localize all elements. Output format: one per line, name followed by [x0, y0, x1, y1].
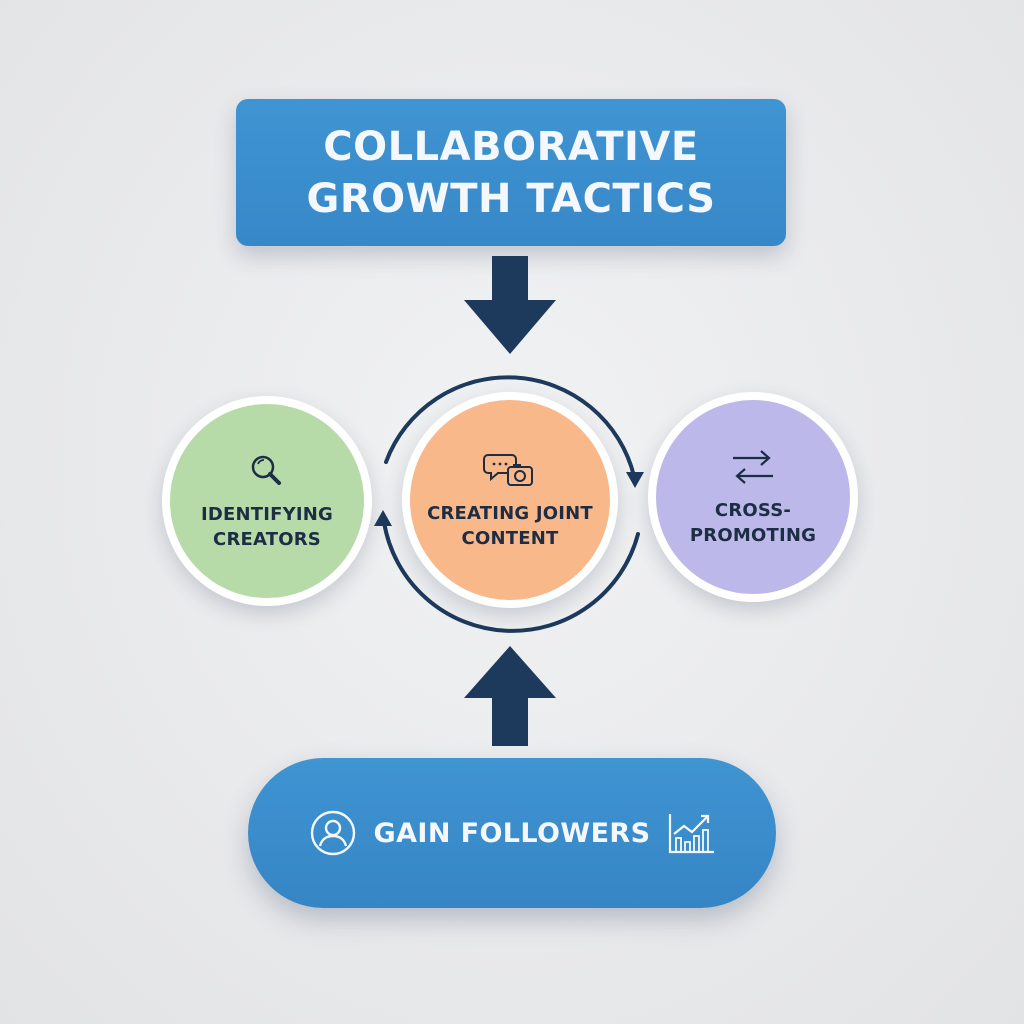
user-icon: [310, 810, 355, 856]
node-creating-joint-content: CREATING JOINT CONTENT: [402, 392, 618, 608]
node-cross-promoting: CROSS-PROMOTING: [648, 392, 858, 602]
exchange-arrows-icon: [733, 450, 773, 484]
diagram-title: COLLABORATIVE GROWTH TACTICS: [306, 123, 716, 222]
node-label-center: CREATING JOINT CONTENT: [427, 503, 593, 549]
down-arrow-icon: [464, 256, 556, 354]
chat-camera-icon: [483, 454, 533, 486]
title-box: COLLABORATIVE GROWTH TACTICS: [236, 99, 786, 246]
gain-followers-pill: GAIN FOLLOWERS: [248, 758, 776, 908]
node-identifying-creators: IDENTIFYING CREATORS: [162, 396, 372, 606]
node-label-right: CROSS-PROMOTING: [689, 500, 817, 546]
magnifier-icon: [251, 455, 281, 485]
result-label: GAIN FOLLOWERS: [373, 817, 651, 849]
cycle-ring: [374, 375, 644, 633]
growth-chart-icon: [669, 814, 715, 854]
up-arrow-icon: [464, 646, 556, 746]
node-label-left: IDENTIFYING CREATORS: [200, 504, 334, 550]
